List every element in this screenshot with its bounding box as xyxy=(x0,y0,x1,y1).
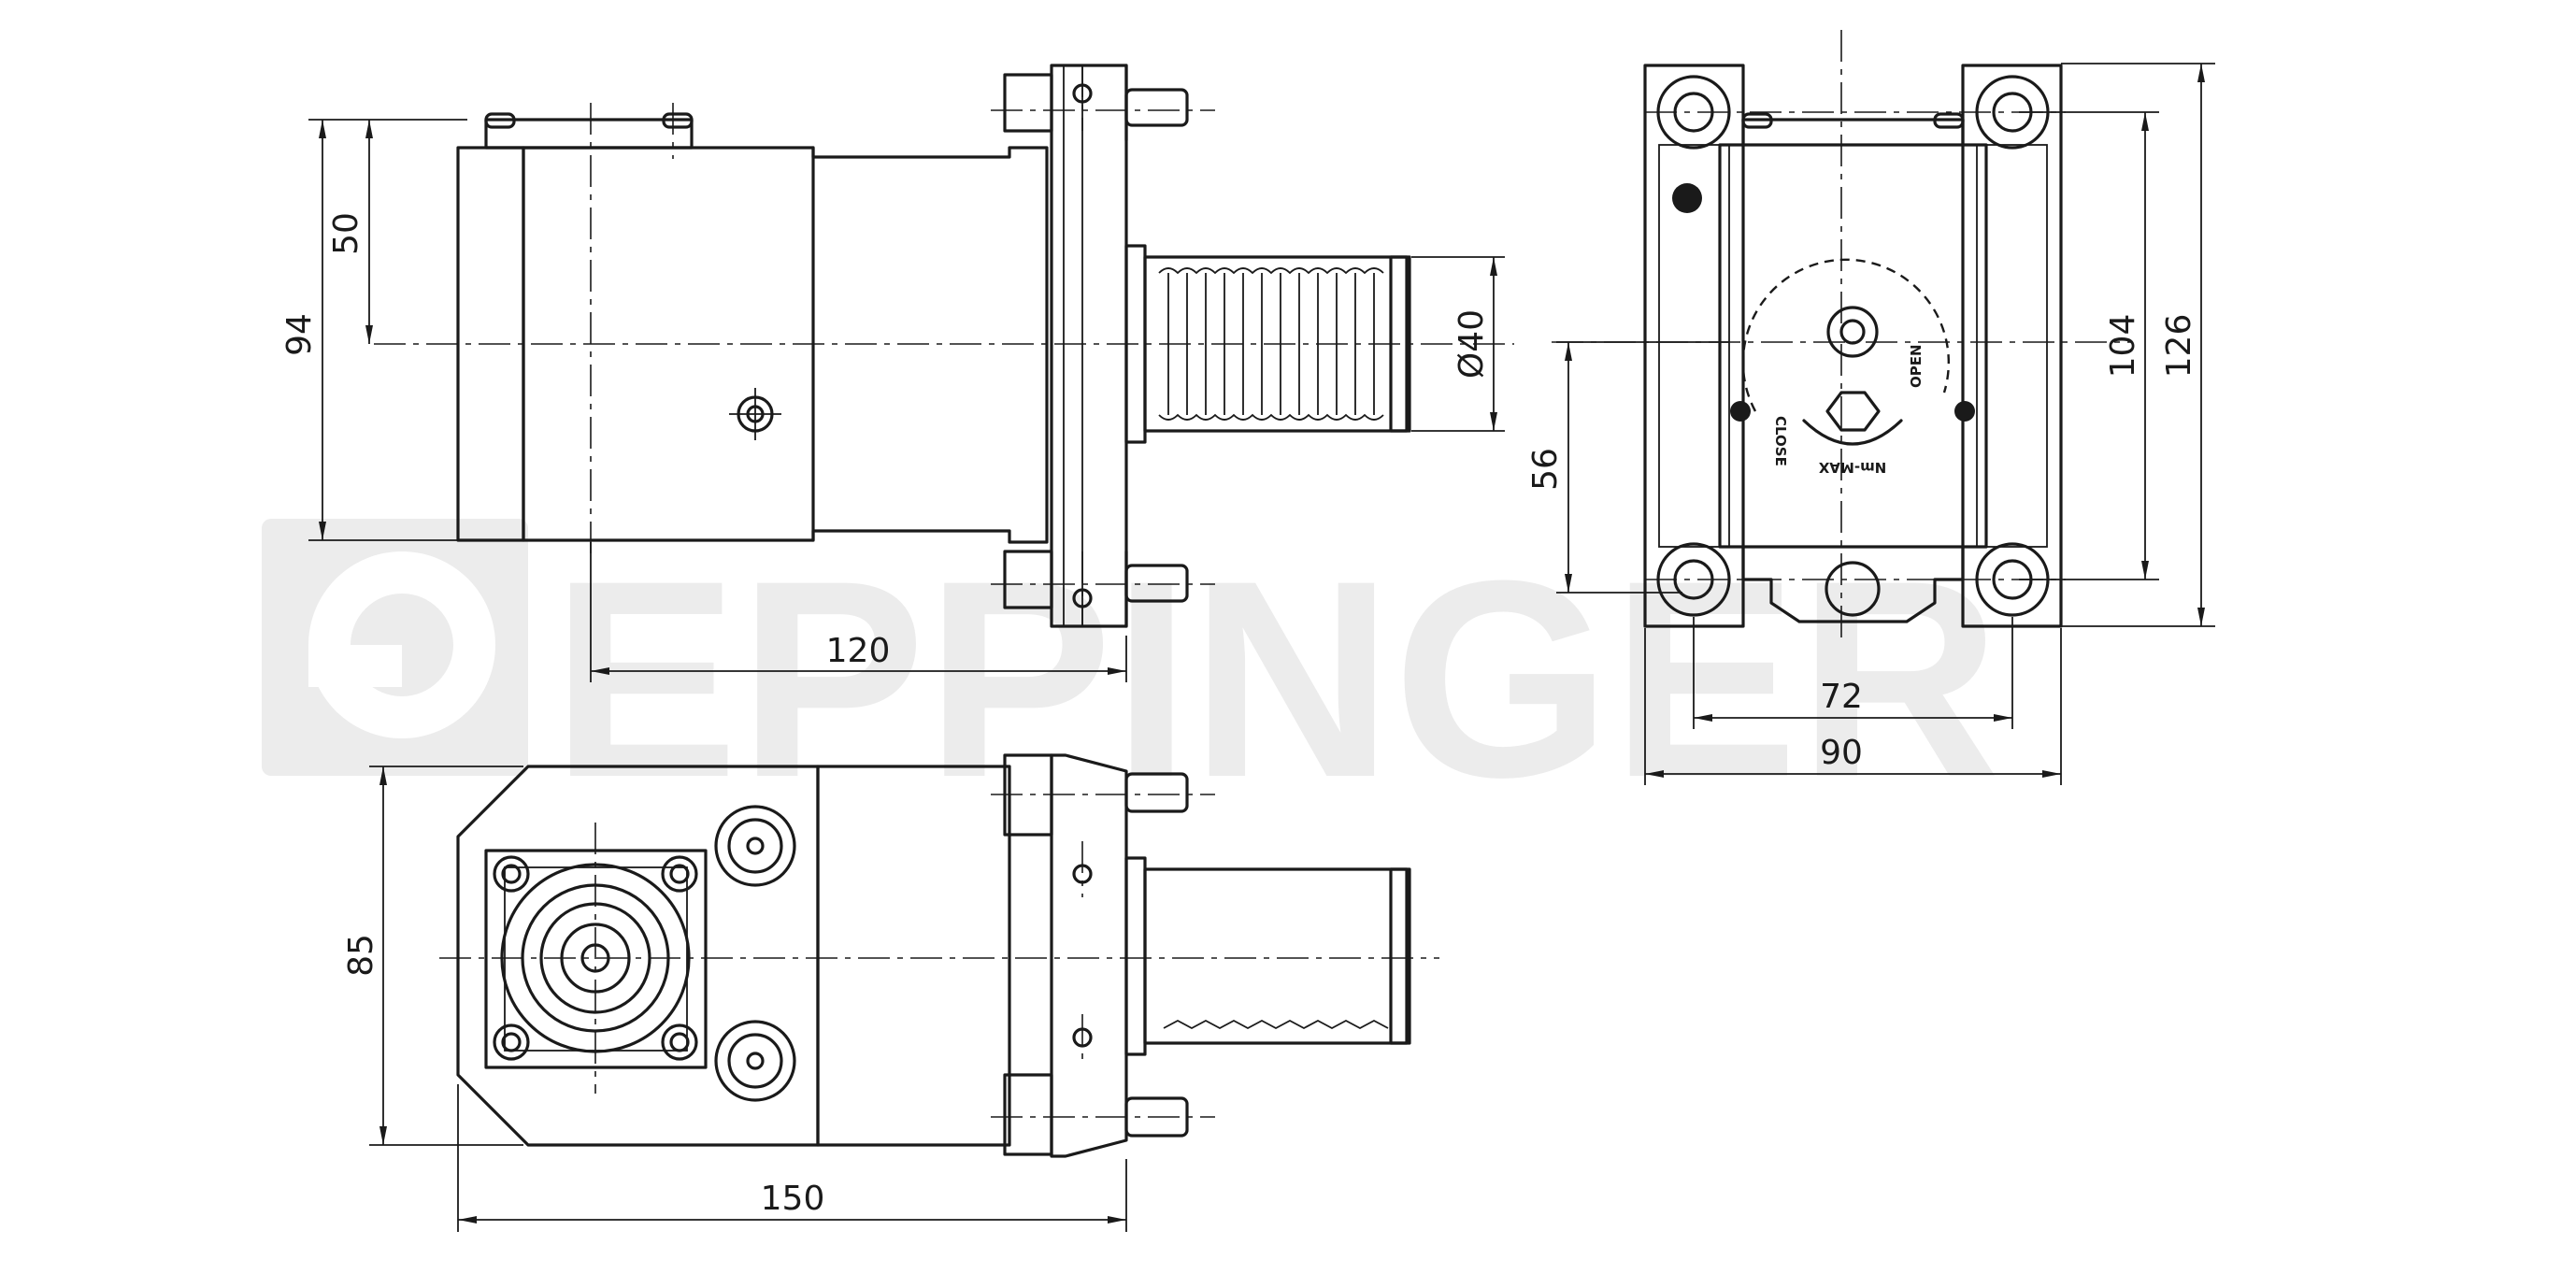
side-view xyxy=(374,64,1514,628)
open-label: OPEN xyxy=(1908,344,1925,388)
dim-56: 56 xyxy=(1526,448,1565,491)
dim-104: 104 xyxy=(2104,314,2142,379)
dim-72: 72 xyxy=(1820,678,1863,716)
top-view xyxy=(439,753,1439,1158)
dimension-lines xyxy=(308,63,2215,1232)
dim-120: 120 xyxy=(826,632,891,670)
watermark-text: EPPINGER xyxy=(551,522,2000,836)
dim-90: 90 xyxy=(1820,734,1863,772)
dimension-labels: 94 50 120 Ø40 56 104 126 72 90 85 150 xyxy=(280,212,2198,1218)
dim-94: 94 xyxy=(280,313,319,356)
torque-label: Nm-MAX xyxy=(1818,459,1886,476)
logo-mark-icon xyxy=(262,519,528,776)
dim-diameter-40: Ø40 xyxy=(1453,309,1491,379)
watermark-logo: EPPINGER xyxy=(262,519,2000,836)
dim-50: 50 xyxy=(327,212,365,255)
dim-150: 150 xyxy=(761,1180,825,1218)
dim-126: 126 xyxy=(2160,314,2198,379)
dim-85: 85 xyxy=(342,934,380,977)
close-label: CLOSE xyxy=(1772,416,1789,466)
